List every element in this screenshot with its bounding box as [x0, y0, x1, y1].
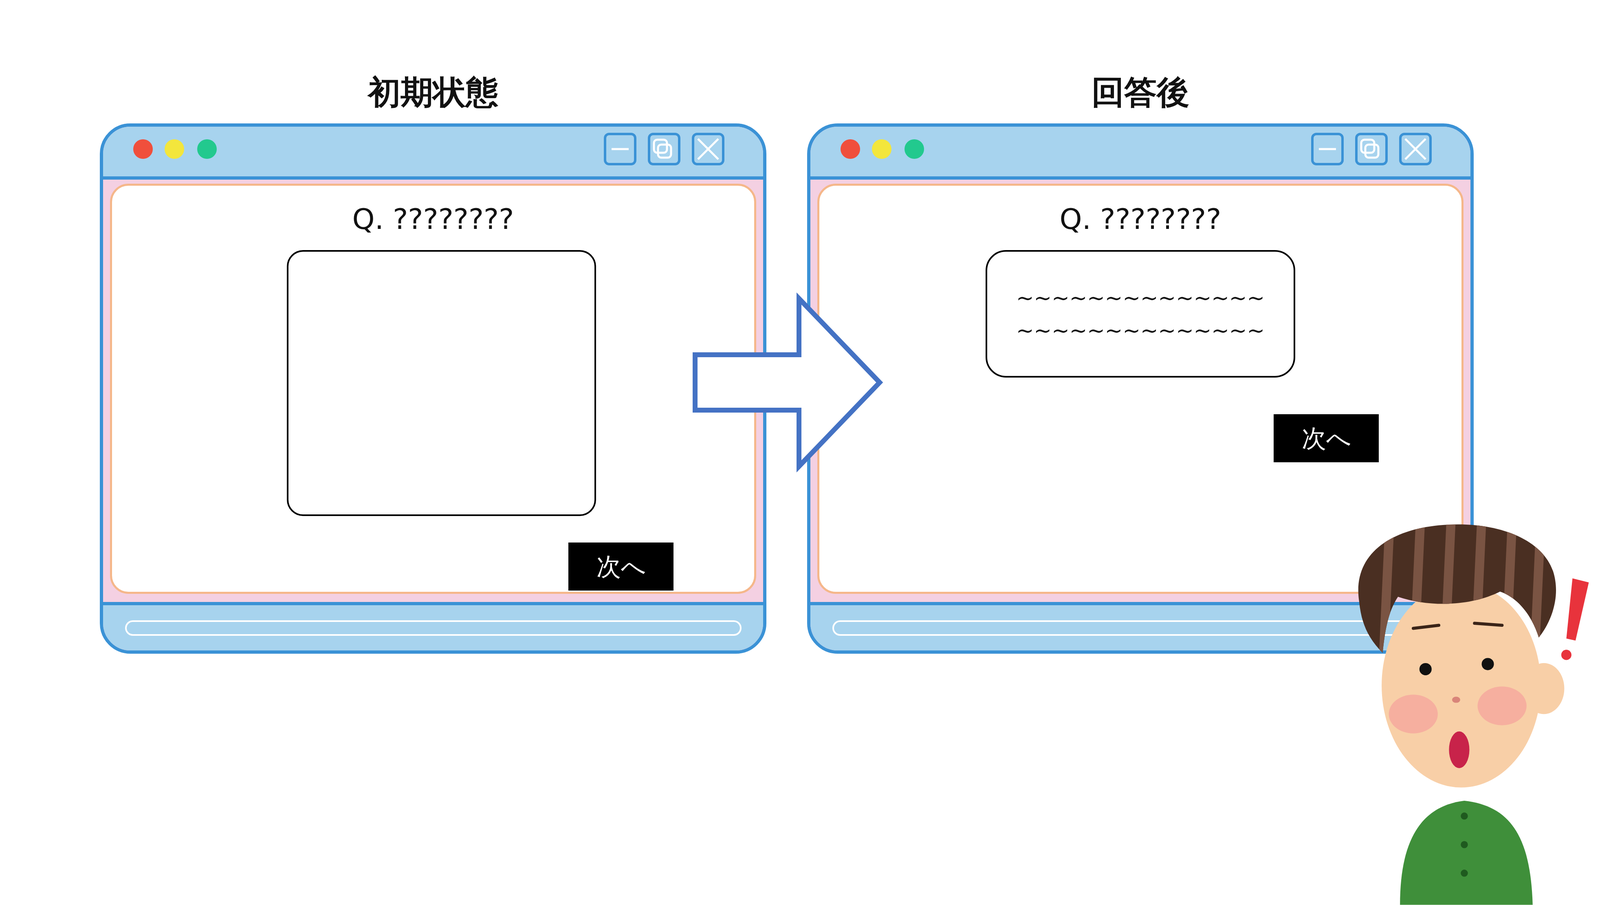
next-button: 次へ	[568, 542, 674, 591]
button-label: 次へ	[596, 550, 646, 584]
window-controls	[103, 126, 764, 177]
heading-wrap: 回答後	[807, 72, 1474, 113]
mouth	[1448, 731, 1470, 769]
block-arrow	[695, 298, 880, 467]
question-text: Q. ????????	[1059, 200, 1222, 238]
eyebrow	[1474, 623, 1503, 626]
eye	[1481, 658, 1495, 671]
close-dot	[840, 139, 861, 159]
restore-icon	[1365, 144, 1379, 158]
maximize-dot	[197, 139, 217, 159]
next-button: 次へ	[1273, 414, 1379, 463]
scroll-bar	[832, 620, 1449, 637]
maximize-dot	[904, 139, 925, 159]
eye	[1419, 663, 1432, 676]
close-dot	[133, 139, 153, 159]
control-button	[1356, 134, 1387, 165]
exclamation-dot	[1561, 649, 1572, 661]
control-button	[1312, 134, 1343, 165]
control-button	[1400, 134, 1431, 165]
restore-icon	[658, 144, 672, 158]
status-bar	[103, 602, 764, 651]
shirt-button	[1460, 841, 1468, 849]
shirt-button	[1460, 812, 1468, 821]
minimize-icon	[611, 148, 629, 151]
heading-wrap: 初期状態	[99, 72, 767, 113]
question-wrap: Q. ????????	[103, 200, 764, 238]
answer-box: ~~~~~~~~~~~~~~ ~~~~~~~~~~~~~~	[985, 250, 1296, 378]
restore-icon	[653, 139, 667, 153]
minimize-dot	[164, 139, 185, 159]
hair-stripes	[1383, 520, 1541, 654]
close-icon	[1405, 138, 1426, 160]
control-button	[605, 134, 636, 165]
exclamation-mark	[1566, 578, 1589, 641]
close-icon	[1405, 138, 1426, 160]
restore-icon	[1361, 139, 1375, 153]
question-text: Q. ????????	[352, 200, 515, 238]
answer-input-box	[286, 250, 597, 517]
window-heading: 回答後	[1091, 72, 1190, 113]
control-button	[649, 134, 680, 165]
eyebrow	[1413, 625, 1440, 629]
nose	[1452, 697, 1461, 704]
question-wrap: Q. ????????	[810, 200, 1471, 238]
cheek	[1477, 686, 1527, 726]
button-label: 次へ	[1301, 422, 1352, 455]
window-controls	[810, 126, 1471, 177]
control-button	[693, 134, 724, 165]
answer-text: ~~~~~~~~~~~~~~ ~~~~~~~~~~~~~~	[1005, 281, 1275, 347]
scroll-bar	[125, 620, 742, 637]
window-heading: 初期状態	[367, 72, 499, 113]
shirt-button	[1460, 869, 1468, 878]
close-icon	[697, 138, 719, 160]
content-area	[817, 183, 1464, 595]
person-face	[1381, 583, 1541, 788]
app-window: 初期状態Q. ????????次へ	[99, 123, 767, 654]
person-body	[1399, 801, 1533, 905]
minimize-icon	[1318, 148, 1336, 151]
close-icon	[697, 138, 719, 160]
minimize-dot	[871, 139, 892, 159]
cheek	[1388, 695, 1438, 734]
